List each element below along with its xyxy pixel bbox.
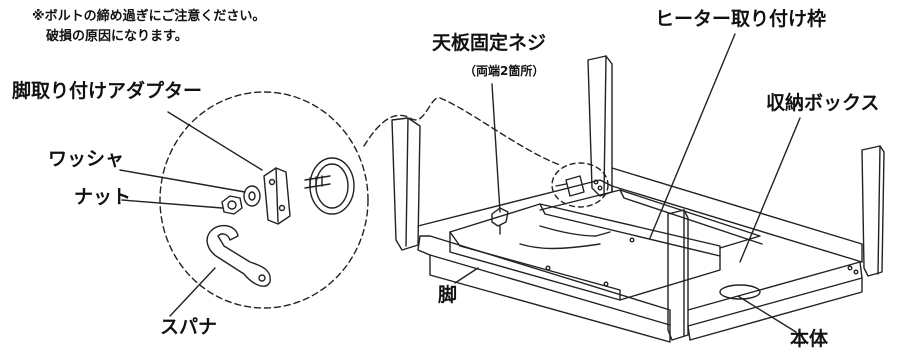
leg-adapter-part [263,167,291,225]
top-screw-sublabel: （両端2箇所） [464,64,545,78]
caution-note-line2: 破損の原因になります。 [46,29,188,44]
leg-bolt-part [304,157,355,215]
leg-adapter-label: 脚取り付けアダプター [12,80,203,102]
leader-nut [121,199,223,209]
heater-frame-label: ヒーター取り付け枠 [655,8,827,30]
leader-body [737,295,797,333]
washer-label: ワッシャ [48,148,125,170]
nut-part [221,195,243,215]
top-screw-label: 天板固定ネジ [432,32,547,54]
leader-washer [119,169,246,193]
leader-storage-box [739,117,801,263]
callout-connector [363,97,561,166]
bracket-callout [551,162,609,208]
table-body [391,55,885,343]
body-label: 本体 [790,328,829,350]
spanner-part [206,225,271,287]
leader-leg [454,267,479,284]
leg-label: 脚 [438,284,458,306]
caution-note-line1: ※ボルトの締め過ぎにご注意ください。 [32,9,266,24]
leader-top-screw [491,83,501,213]
leader-leg-adapter [167,111,263,171]
nut-label: ナット [74,186,132,208]
leader-heater-frame [649,33,736,239]
detail-callout-ellipse [159,91,369,309]
leader-spanner [169,267,216,317]
storage-box-label: 収納ボックス [766,92,880,114]
spanner-label: スパナ [160,316,218,338]
washer-part [243,185,261,207]
